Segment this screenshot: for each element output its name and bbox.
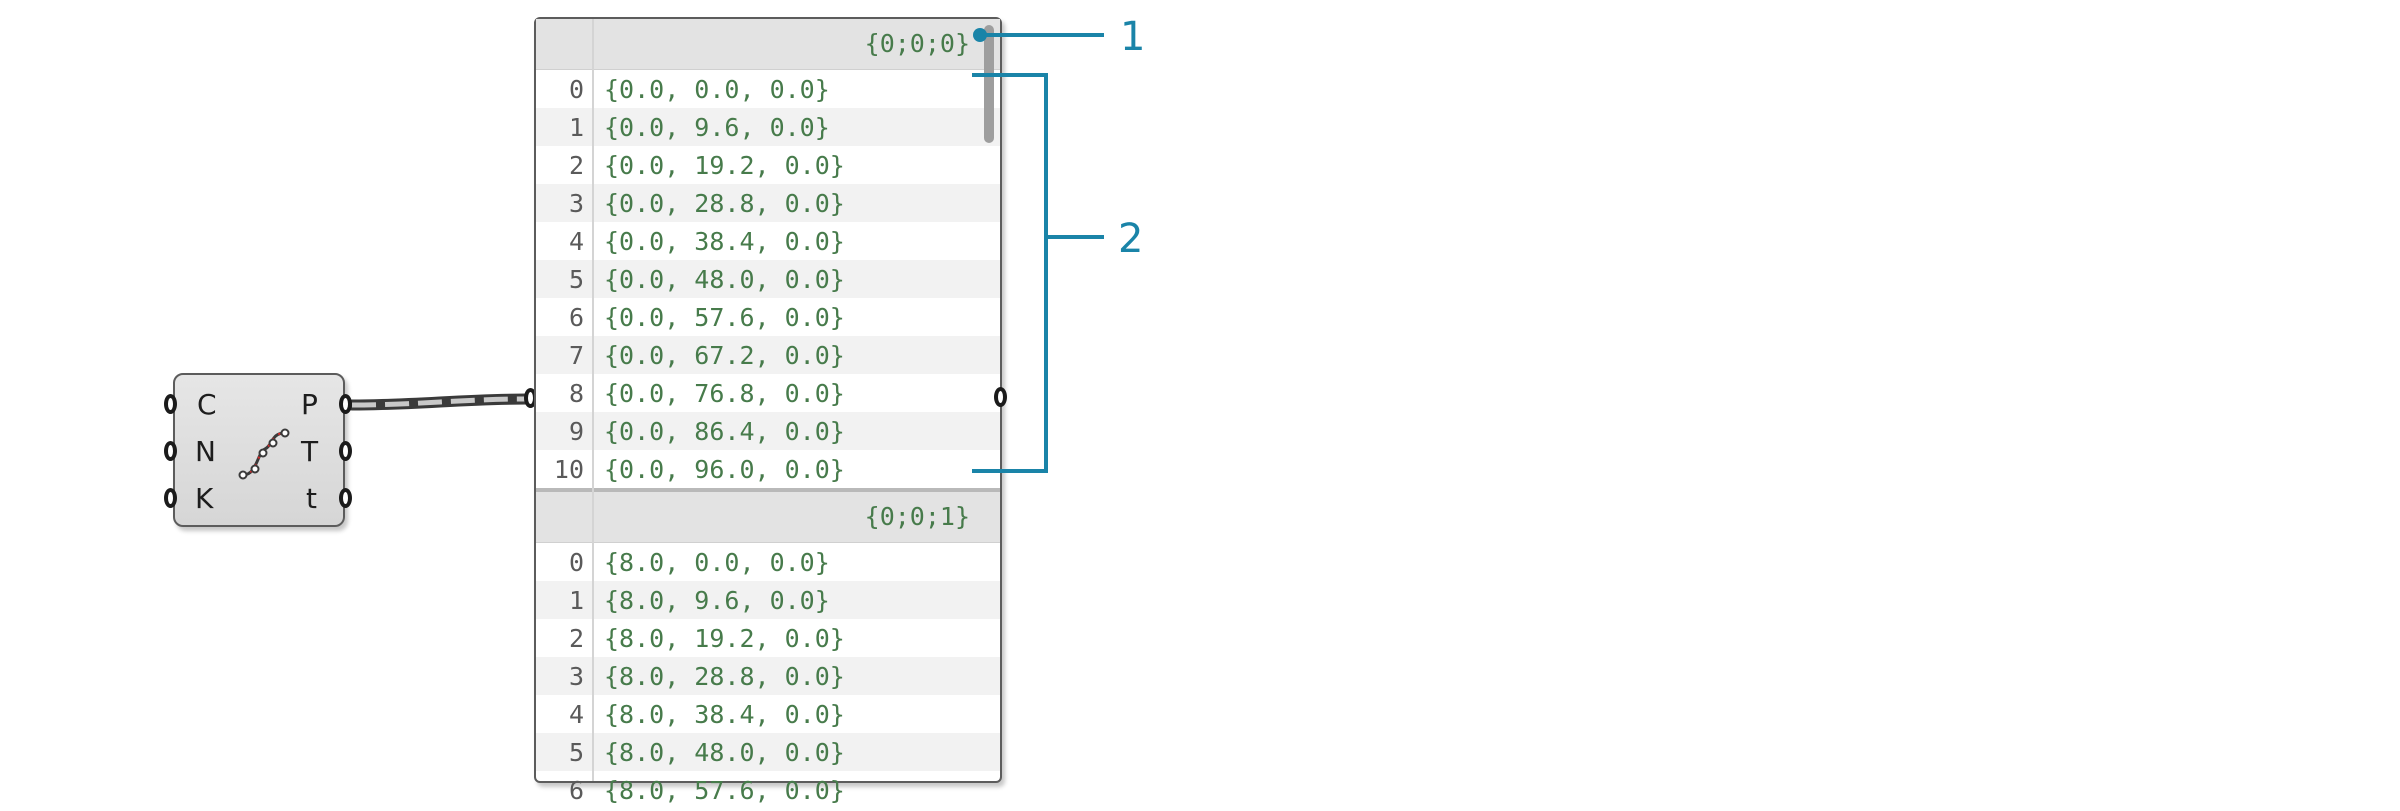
list-item: 5 {0.0, 48.0, 0.0} [536, 260, 1000, 298]
item-index: 2 [568, 151, 584, 180]
list-item: 4 {8.0, 38.4, 0.0} [536, 695, 1000, 733]
item-index: 0 [568, 75, 584, 104]
item-index: 6 [568, 303, 584, 332]
list-item: 1 {0.0, 9.6, 0.0} [536, 108, 1000, 146]
panel-content: {0;0;0} 0 {0.0, 0.0, 0.0} 1 {0.0, 9.6, 0.0} 2… [536, 19, 1000, 805]
list-item: 0 {8.0, 0.0, 0.0} [536, 543, 1000, 581]
item-value: {0.0, 9.6, 0.0} [604, 113, 830, 142]
output-grip-p[interactable] [339, 394, 352, 414]
item-index: 1 [568, 586, 584, 615]
branch-separator [536, 488, 1000, 492]
item-value: {0.0, 86.4, 0.0} [604, 417, 845, 446]
panel-output-grip[interactable] [994, 387, 1007, 407]
list-item: 1 {8.0, 9.6, 0.0} [536, 581, 1000, 619]
panel-scrollbar[interactable] [984, 25, 994, 143]
branch-header: {0;0;0} [536, 19, 1000, 70]
list-item: 4 {0.0, 38.4, 0.0} [536, 222, 1000, 260]
branch-header: {0;0;1} [536, 492, 1000, 543]
list-item: 7 {0.0, 67.2, 0.0} [536, 336, 1000, 374]
item-index: 3 [568, 662, 584, 691]
input-grip-n[interactable] [164, 441, 177, 461]
list-item: 5 {8.0, 48.0, 0.0} [536, 733, 1000, 771]
list-item: 8 {0.0, 76.8, 0.0} [536, 374, 1000, 412]
item-index: 1 [568, 113, 584, 142]
item-value: {0.0, 57.6, 0.0} [604, 303, 845, 332]
item-value: {8.0, 28.8, 0.0} [604, 662, 845, 691]
item-index: 5 [568, 738, 584, 767]
item-index: 9 [568, 417, 584, 446]
item-value: {0.0, 48.0, 0.0} [604, 265, 845, 294]
output-label-t-lower: t [306, 482, 317, 515]
item-value: {8.0, 38.4, 0.0} [604, 700, 845, 729]
callout-2-number: 2 [1118, 216, 1144, 262]
item-value: {0.0, 19.2, 0.0} [604, 151, 845, 180]
item-value: {8.0, 48.0, 0.0} [604, 738, 845, 767]
item-value: {0.0, 38.4, 0.0} [604, 227, 845, 256]
list-item: 2 {8.0, 19.2, 0.0} [536, 619, 1000, 657]
list-item: 6 {8.0, 57.6, 0.0} [536, 771, 1000, 809]
item-value: {0.0, 0.0, 0.0} [604, 75, 830, 104]
data-panel[interactable]: {0;0;0} 0 {0.0, 0.0, 0.0} 1 {0.0, 9.6, 0.0} 2… [534, 17, 1002, 805]
item-index: 2 [568, 624, 584, 653]
item-index: 4 [568, 700, 584, 729]
item-value: {0.0, 67.2, 0.0} [604, 341, 845, 370]
item-value: {0.0, 28.8, 0.0} [604, 189, 845, 218]
callout-1-number: 1 [1120, 14, 1146, 60]
item-index: 3 [568, 189, 584, 218]
output-grip-t-upper[interactable] [339, 441, 352, 461]
branch-path: {0;0;1} [864, 502, 970, 531]
item-index: 0 [568, 548, 584, 577]
list-item: 3 {0.0, 28.8, 0.0} [536, 184, 1000, 222]
input-label-c: C [197, 388, 217, 421]
branch-path: {0;0;0} [864, 29, 970, 58]
item-index: 7 [568, 341, 584, 370]
list-item: 9 {0.0, 86.4, 0.0} [536, 412, 1000, 450]
output-label-p: P [301, 388, 318, 421]
divide-curve-component[interactable]: C N K P T t [164, 373, 352, 527]
input-grip-c[interactable] [164, 394, 177, 414]
item-index: 4 [568, 227, 584, 256]
output-label-t-upper: T [301, 435, 319, 468]
item-value: {8.0, 9.6, 0.0} [604, 586, 830, 615]
list-item: 0 {0.0, 0.0, 0.0} [536, 70, 1000, 108]
item-index: 8 [568, 379, 584, 408]
input-grip-k[interactable] [164, 488, 177, 508]
divide-curve-icon [238, 428, 290, 480]
input-label-k: K [195, 482, 214, 515]
item-index: 5 [568, 265, 584, 294]
item-index: 10 [553, 455, 584, 484]
list-item: 10 {0.0, 96.0, 0.0} [536, 450, 1000, 488]
index-column-divider [592, 19, 594, 781]
item-index: 6 [568, 776, 584, 805]
item-value: {0.0, 76.8, 0.0} [604, 379, 845, 408]
item-value: {8.0, 0.0, 0.0} [604, 548, 830, 577]
item-value: {0.0, 96.0, 0.0} [604, 455, 845, 484]
output-grip-t-lower[interactable] [339, 488, 352, 508]
list-item: 6 {0.0, 57.6, 0.0} [536, 298, 1000, 336]
input-label-n: N [195, 435, 216, 468]
list-item: 2 {0.0, 19.2, 0.0} [536, 146, 1000, 184]
item-value: {8.0, 57.6, 0.0} [604, 776, 845, 805]
list-item: 3 {8.0, 28.8, 0.0} [536, 657, 1000, 695]
item-value: {8.0, 19.2, 0.0} [604, 624, 845, 653]
